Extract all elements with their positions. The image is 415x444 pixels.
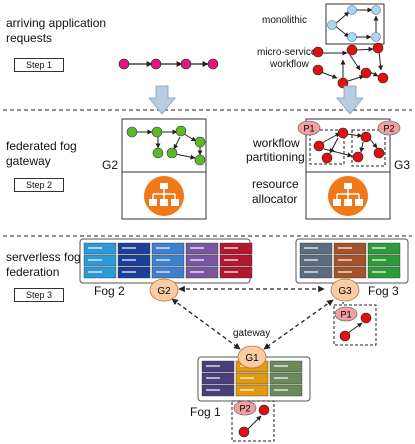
server-unit-slot bbox=[190, 271, 204, 273]
step1-box: Step 1 bbox=[14, 58, 64, 72]
gateway-g3-text: G3 bbox=[338, 286, 352, 297]
partition-badge-p2: P2 bbox=[377, 120, 401, 136]
step3-box: Step 3 bbox=[14, 288, 64, 302]
partitioning-label-line1: workflow bbox=[253, 136, 300, 150]
server-unit-slot bbox=[372, 271, 386, 273]
section2-title-line1: federated fog bbox=[6, 139, 77, 153]
server-unit-slot bbox=[206, 377, 220, 379]
partitioning-label-line2: partitioning bbox=[246, 150, 305, 164]
server-unit-slot bbox=[372, 247, 386, 249]
server-unit-slot bbox=[122, 259, 136, 261]
chain-node bbox=[180, 58, 192, 70]
server-unit-slot bbox=[156, 247, 170, 249]
gateway-g2-text: G2 bbox=[157, 286, 171, 297]
server-unit-slot bbox=[274, 365, 288, 367]
allocator-label-line1: resource bbox=[252, 177, 299, 191]
server-unit-slot bbox=[190, 247, 204, 249]
server-unit-slot bbox=[156, 259, 170, 261]
microservice-label-line2: workflow bbox=[270, 59, 309, 70]
down-arrow-left bbox=[148, 85, 176, 115]
g3-side-label: G3 bbox=[394, 158, 411, 172]
fog2-label: Fog 2 bbox=[94, 284, 125, 298]
gateway-g1-text: G1 bbox=[245, 353, 259, 364]
section1-title-line2: requests bbox=[6, 31, 53, 45]
gateway-node-g1: G1 bbox=[237, 345, 267, 369]
server-unit-slot bbox=[88, 247, 102, 249]
gateway-g2-box bbox=[121, 118, 207, 220]
gateway-g3-box bbox=[305, 118, 391, 220]
server-unit-slot bbox=[88, 259, 102, 261]
server-unit-slot bbox=[274, 377, 288, 379]
server-unit-slot bbox=[206, 365, 220, 367]
section3-title-line2: federation bbox=[6, 265, 60, 279]
g2-side-label: G2 bbox=[102, 158, 119, 172]
partition-p2-text: P2 bbox=[383, 124, 394, 134]
gateway-node-g3: G3 bbox=[330, 278, 360, 302]
server-unit-slot bbox=[224, 259, 238, 261]
server-unit-slot bbox=[206, 389, 220, 391]
partition-badge-p1: P1 bbox=[297, 120, 321, 136]
section2-title-line2: gateway bbox=[6, 154, 51, 168]
partition-p1-text: P1 bbox=[303, 124, 314, 134]
server-unit-slot bbox=[338, 271, 352, 273]
partition-p2-deployed-text: P2 bbox=[239, 404, 250, 414]
fog1-label: Fog 1 bbox=[190, 405, 221, 419]
allocator-icon bbox=[144, 176, 184, 216]
server-unit-slot bbox=[224, 247, 238, 249]
microservice-label-line1: micro-service bbox=[257, 47, 317, 58]
section1-title-line1: arriving application bbox=[6, 16, 107, 30]
linear-request-chain bbox=[118, 58, 219, 70]
server-unit-slot bbox=[156, 271, 170, 273]
monolithic-workflow bbox=[325, 3, 385, 45]
server-unit-slot bbox=[274, 389, 288, 391]
monolithic-label: monolithic bbox=[262, 15, 308, 26]
chain-node bbox=[207, 58, 219, 70]
server-unit-slot bbox=[240, 377, 254, 379]
gateway-node-g2: G2 bbox=[149, 278, 179, 302]
step2-box: Step 2 bbox=[14, 178, 64, 192]
partition-p1-deployed-text: P1 bbox=[340, 310, 351, 320]
server-unit-slot bbox=[338, 259, 352, 261]
chain-node bbox=[118, 58, 130, 70]
allocator-label-line2: allocator bbox=[252, 192, 298, 206]
server-unit-slot bbox=[338, 247, 352, 249]
server-unit-slot bbox=[304, 271, 318, 273]
chain-node bbox=[150, 58, 162, 70]
server-unit-slot bbox=[88, 271, 102, 273]
fog2-server-rack bbox=[79, 238, 253, 284]
partition-p1-deployed: P1 bbox=[333, 302, 377, 346]
down-arrow-right bbox=[336, 85, 364, 115]
server-unit-slot bbox=[122, 247, 136, 249]
allocator-icon bbox=[328, 176, 368, 216]
link-g3-g1 bbox=[263, 299, 334, 350]
server-unit-slot bbox=[372, 259, 386, 261]
section3-title-line1: serverless fog bbox=[6, 250, 81, 264]
fog3-server-rack bbox=[295, 238, 409, 284]
server-unit-slot bbox=[122, 271, 136, 273]
partition-p2-deployed: P2 bbox=[231, 400, 275, 442]
gateway-label: gateway bbox=[233, 328, 271, 339]
server-unit-slot bbox=[224, 271, 238, 273]
server-unit-slot bbox=[240, 389, 254, 391]
microservice-workflow bbox=[312, 42, 389, 89]
server-unit-slot bbox=[304, 247, 318, 249]
server-unit-slot bbox=[304, 259, 318, 261]
server-unit-slot bbox=[190, 259, 204, 261]
link-g2-g1 bbox=[171, 298, 241, 350]
fog3-label: Fog 3 bbox=[368, 284, 399, 298]
